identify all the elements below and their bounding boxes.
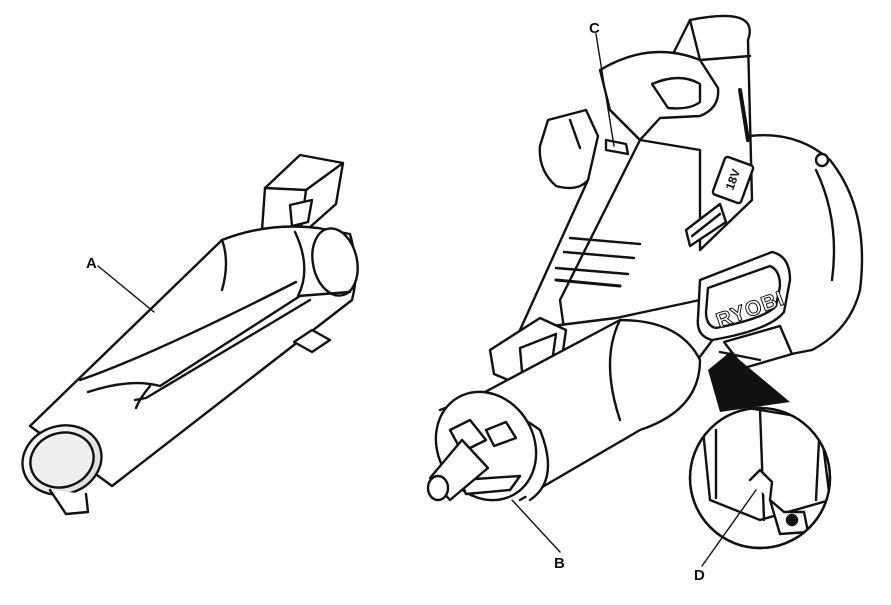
tube-mounting-tab [260,153,345,238]
callout-c: C [589,20,600,37]
leader-a [97,265,155,313]
latch-detail-inset [688,352,832,550]
leader-lines [97,33,757,567]
callout-d: D [694,567,705,584]
leader-d [701,489,757,567]
throttle-lever [604,138,630,156]
blower-body: 18V [426,14,864,502]
callout-a: A [86,255,97,272]
callout-b: B [554,555,565,572]
leader-b [511,499,561,553]
battery-badge: 18V [711,155,755,205]
brand-plate: RYOBI [696,250,792,342]
battery-badge-text: 18V [723,167,743,192]
handle-grip [538,50,720,190]
leader-c [595,33,615,147]
blower-tube [21,153,359,516]
